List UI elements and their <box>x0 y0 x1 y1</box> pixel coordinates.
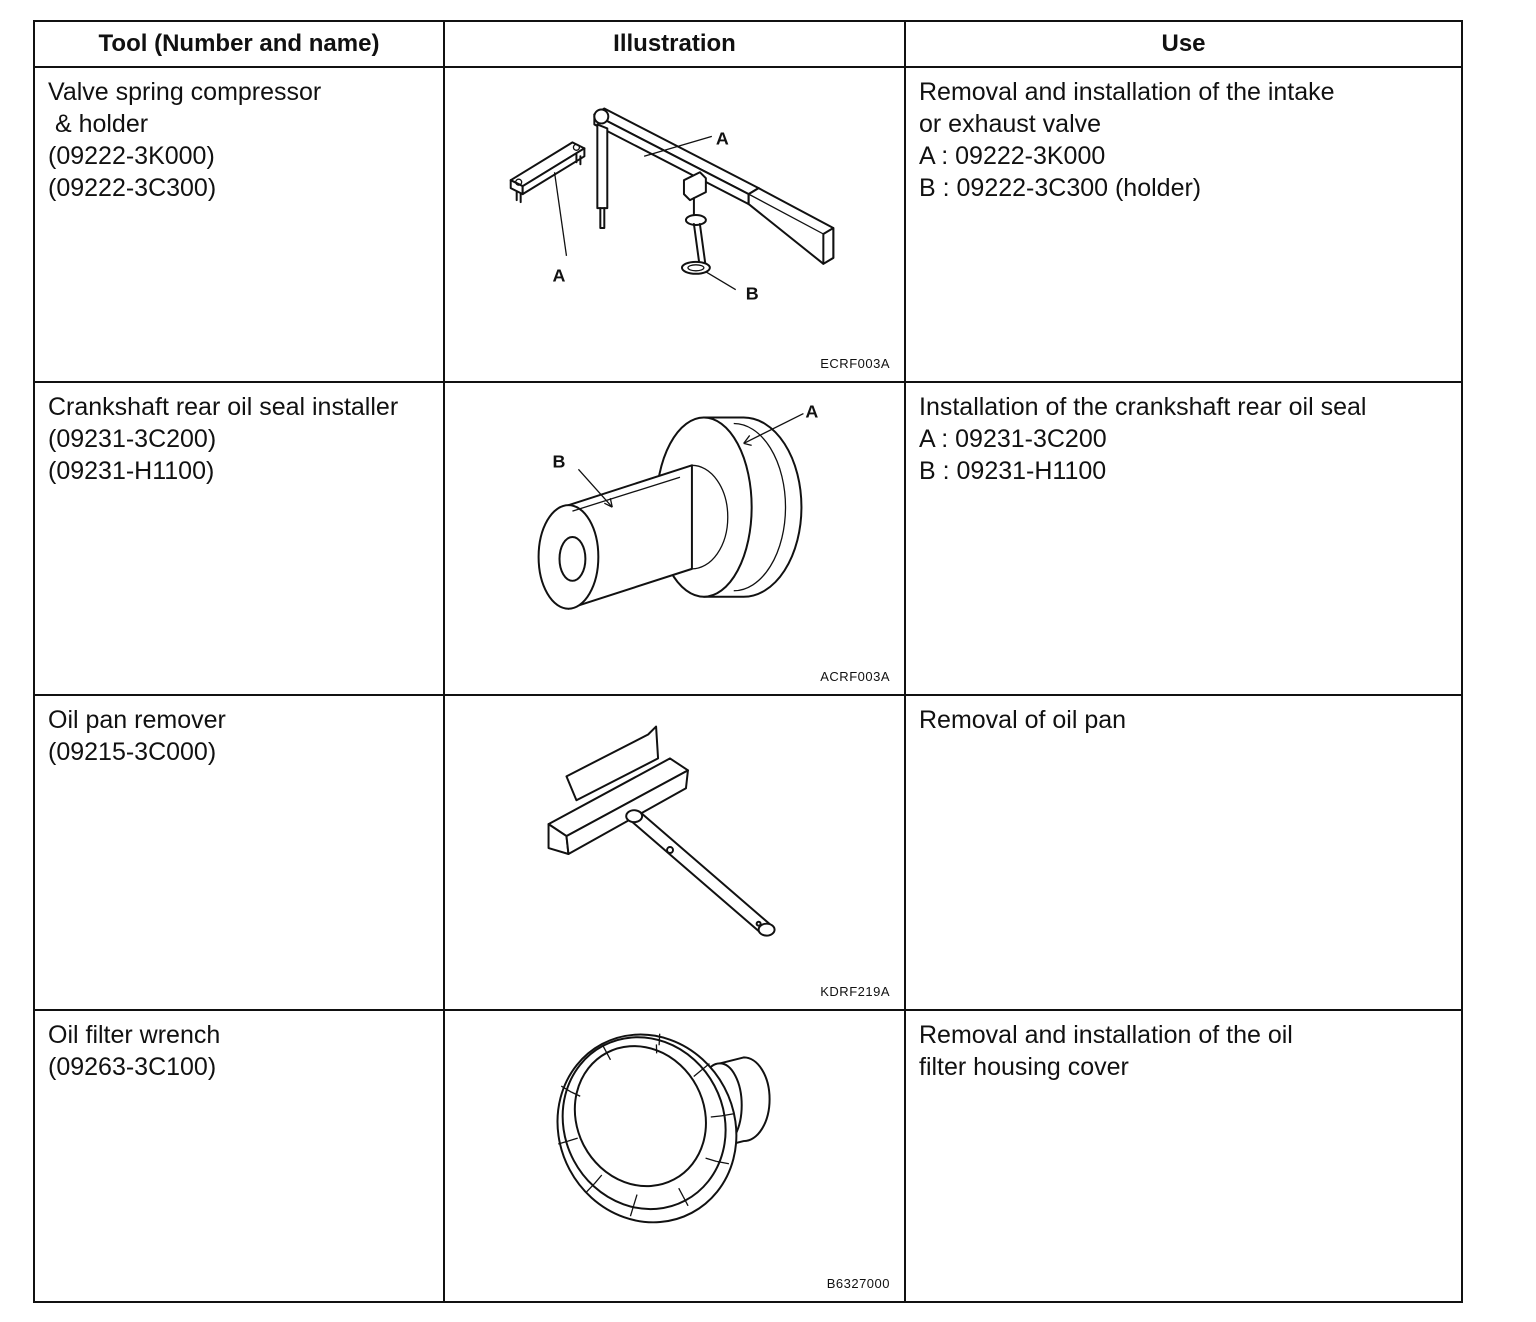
use-text: B : 09231-H1100 <box>919 457 1107 485</box>
tool-cell: Oil filter wrench (09263-3C100) <box>33 1009 445 1303</box>
tool-cell: Valve spring compressor & holder (09222-… <box>33 66 445 383</box>
oil-pan-remover-icon <box>547 725 776 937</box>
use-text: Removal of oil pan <box>919 706 1127 734</box>
header-use: Use <box>904 20 1463 68</box>
use-text: Removal and installation of the intake <box>919 78 1335 106</box>
use-text: B : 09222-3C300 (holder) <box>919 174 1202 202</box>
tool-cell: Oil pan remover (09215-3C000) <box>33 694 445 1011</box>
callout-a: A <box>553 266 566 286</box>
oil-filter-wrench-icon <box>556 1033 771 1224</box>
use-cell: Removal of oil pan <box>904 694 1463 1011</box>
tool-name: Oil pan remover <box>48 706 226 734</box>
illustration-cell: A B ACRF003A <box>443 381 906 696</box>
table-row: Oil filter wrench (09263-3C100) <box>33 1009 1463 1303</box>
use-cell: Removal and installation of the intake o… <box>904 66 1463 383</box>
special-tools-table: Tool (Number and name) Illustration Use … <box>33 20 1463 1303</box>
tool-number: (09215-3C000) <box>48 738 217 766</box>
tool-name: Oil filter wrench <box>48 1021 221 1049</box>
header-row: Tool (Number and name) Illustration Use <box>33 20 1463 68</box>
use-cell: Removal and installation of the oil filt… <box>904 1009 1463 1303</box>
tool-number: (09231-3C200) <box>48 425 217 453</box>
tool-name: Valve spring compressor <box>48 78 322 106</box>
header-illustration: Illustration <box>443 20 906 68</box>
use-text: Removal and installation of the oil <box>919 1021 1293 1049</box>
callout-a: A <box>716 128 729 148</box>
use-text: A : 09231-3C200 <box>919 425 1107 453</box>
use-cell: Installation of the crankshaft rear oil … <box>904 381 1463 696</box>
use-text: or exhaust valve <box>919 110 1102 138</box>
illustration-cell: A A B ECRF003A <box>443 66 906 383</box>
table-row: Valve spring compressor & holder (09222-… <box>33 66 1463 383</box>
tool-number: (09263-3C100) <box>48 1053 217 1081</box>
illustration-cell: B6327000 <box>443 1009 906 1303</box>
illustration-cell: KDRF219A <box>443 694 906 1011</box>
tool-name: Crankshaft rear oil seal installer <box>48 393 399 421</box>
tool-cell: Crankshaft rear oil seal installer (0923… <box>33 381 445 696</box>
use-text: Installation of the crankshaft rear oil … <box>919 393 1367 421</box>
figure-code: B6327000 <box>826 1276 890 1291</box>
tool-number: (09222-3C300) <box>48 174 217 202</box>
use-text: A : 09222-3K000 <box>919 142 1106 170</box>
oil-seal-installer-icon: A B <box>537 402 818 610</box>
callout-b: B <box>553 451 566 471</box>
callout-b: B <box>746 284 759 304</box>
figure-code: ECRF003A <box>820 356 890 371</box>
table-row: Oil pan remover (09215-3C000) <box>33 694 1463 1011</box>
tool-number: (09231-H1100) <box>48 457 215 485</box>
figure-code: ACRF003A <box>820 669 890 684</box>
table-row: Crankshaft rear oil seal installer (0923… <box>33 381 1463 696</box>
use-text: filter housing cover <box>919 1053 1129 1081</box>
figure-code: KDRF219A <box>820 984 890 999</box>
tool-name: & holder <box>48 110 149 138</box>
tool-number: (09222-3K000) <box>48 142 215 170</box>
valve-spring-compressor-icon: A A B <box>509 107 835 304</box>
callout-a: A <box>805 402 818 422</box>
header-tool: Tool (Number and name) <box>33 20 445 68</box>
